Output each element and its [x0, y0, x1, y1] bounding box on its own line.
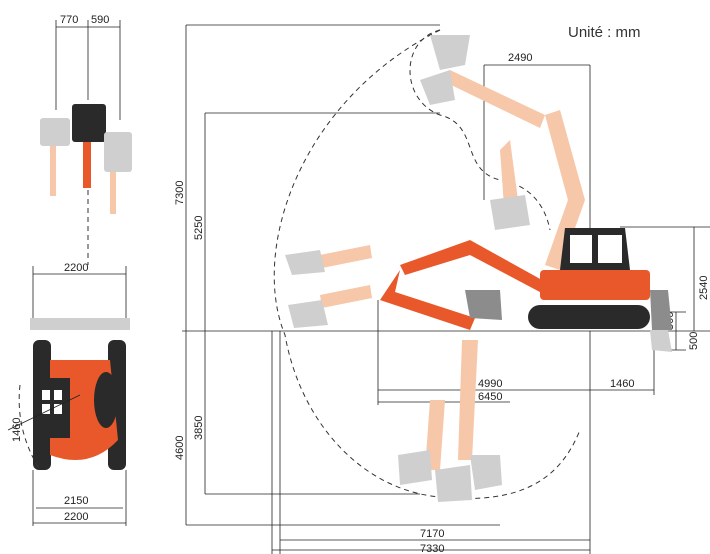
side-view: 7300 5250 4600 3850 7170 7330 2490 4990 … — [174, 24, 710, 554]
tail-length-label: 1460 — [610, 378, 634, 390]
height-max-label: 7300 — [174, 181, 186, 205]
boom-icon — [400, 240, 560, 300]
front-view: 2200 1460 2150 2200 — [7, 262, 130, 526]
dozer-blade-down-icon — [650, 330, 672, 352]
dozer-blade-icon — [650, 290, 672, 330]
cab-height-label: 2540 — [698, 276, 710, 300]
working-envelope-outer — [273, 29, 581, 499]
attachment-right-icon — [104, 132, 132, 214]
blade-down-label: 500 — [688, 332, 700, 350]
blade-width-bottom-label: 2200 — [64, 511, 88, 523]
ghost-boom-left-icon — [285, 245, 372, 328]
transport-length-label: 6450 — [478, 391, 502, 403]
boom-offset-left-label: 770 — [60, 14, 78, 26]
boom-offset-right-label: 590 — [91, 14, 109, 26]
boom-cylinder-icon — [94, 372, 118, 428]
tail-swing-radius-line — [7, 394, 81, 431]
attachment-center-icon — [72, 104, 106, 188]
excavator-main-icon — [380, 228, 672, 352]
dig-depth-vertical-label: 3850 — [193, 416, 205, 440]
min-swing-radius-label: 2490 — [508, 52, 532, 64]
dig-depth-max-label: 4600 — [174, 436, 186, 460]
blade-icon — [30, 318, 130, 330]
track-icon — [528, 305, 650, 329]
reach-ground-label: 7170 — [420, 528, 444, 540]
top-view: 770 590 — [40, 14, 132, 265]
blade-reach-label: 4990 — [478, 378, 502, 390]
track-width-label: 2150 — [64, 495, 88, 507]
reach-max-label: 7330 — [420, 543, 444, 554]
ghost-boom-deep-icon — [398, 340, 502, 502]
ghost-boom-mid-icon — [490, 140, 530, 230]
unit-label: Unité : mm — [568, 24, 641, 41]
ghost-boom-high-icon — [420, 35, 585, 270]
height-dump-label: 5250 — [193, 216, 205, 240]
working-envelope-inner — [409, 29, 551, 231]
upper-structure-icon — [540, 270, 650, 300]
arm-icon — [380, 270, 475, 330]
bucket-icon — [465, 290, 502, 320]
attachment-left-icon — [40, 118, 70, 196]
tail-swing-radius-label: 1460 — [11, 418, 23, 442]
blade-width-top-label: 2200 — [64, 262, 88, 274]
